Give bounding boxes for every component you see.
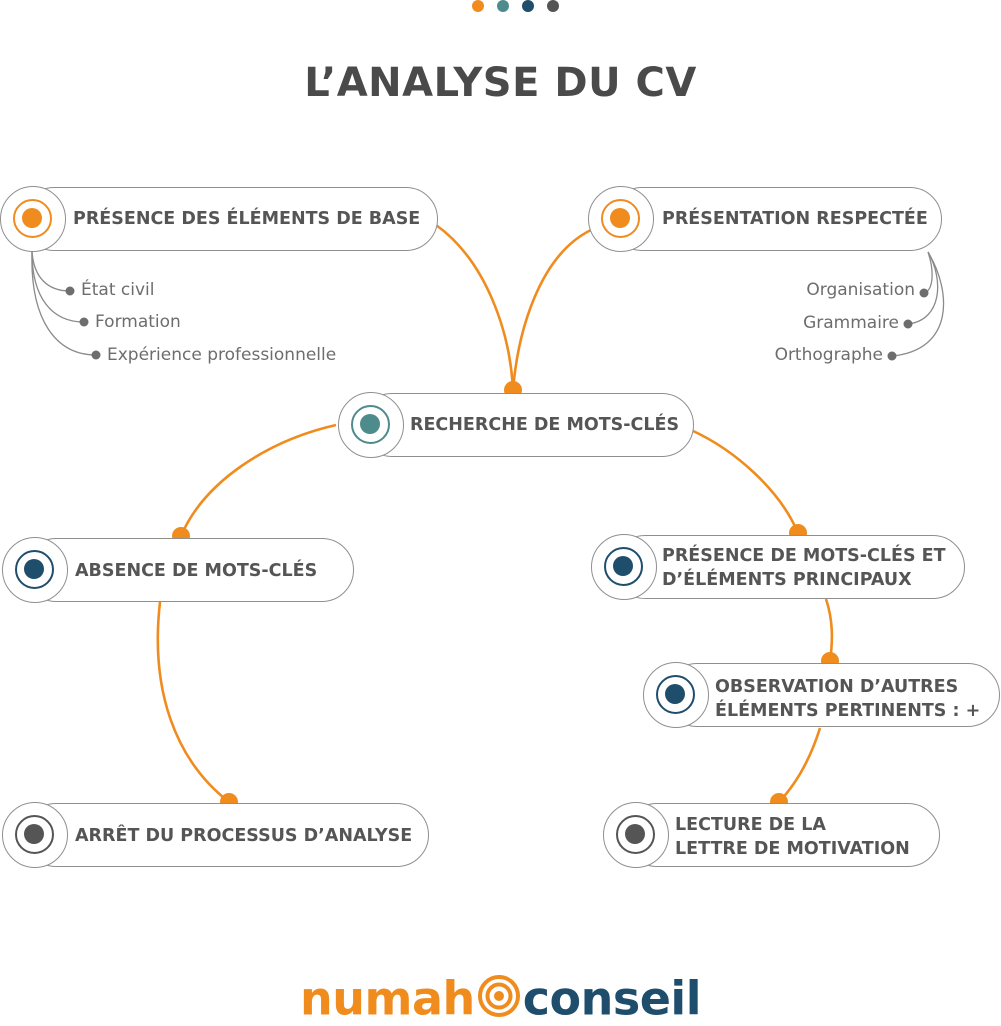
node-recherche [360, 393, 694, 457]
node-lecture-line1: LECTURE DE LA [675, 815, 826, 835]
branch-etat-civil [31, 251, 71, 292]
node-arret-label: ARRÊT DU PROCESSUS D’ANALYSE [75, 826, 413, 846]
node-arret [24, 803, 429, 867]
link-presentation-recherche [511, 228, 592, 391]
bullet-organisation [919, 288, 929, 298]
brand-part2: conseil [522, 971, 702, 1026]
branch-orthographe [891, 251, 945, 357]
item-experience: Expérience professionnelle [107, 345, 337, 365]
teal-dot [497, 0, 509, 12]
gray-target-icon [603, 802, 669, 868]
bullet-experience [91, 350, 101, 360]
node-presence-mots-line2: D’ÉLÉMENTS PRINCIPAUX [662, 570, 912, 590]
node-observation [665, 663, 1000, 727]
node-lecture-line2: LETTRE DE MOTIVATION [675, 839, 910, 859]
link-base-recherche [435, 223, 515, 391]
gray-target-icon [2, 802, 68, 868]
orange-dot [472, 0, 484, 12]
navy-target-icon [591, 534, 657, 600]
item-formation: Formation [95, 312, 181, 332]
bullet-grammaire [903, 319, 913, 329]
item-etat-civil: État civil [81, 280, 155, 300]
gray-dot [547, 0, 559, 12]
node-presentation-label: PRÉSENTATION RESPECTÉE [662, 209, 928, 229]
bullet-orthographe [887, 351, 897, 361]
node-recherche-label: RECHERCHE DE MOTS-CLÉS [410, 415, 680, 435]
navy-dot [522, 0, 534, 12]
node-lecture [625, 803, 940, 867]
node-observation-line1: OBSERVATION D’AUTRES [715, 677, 959, 697]
node-absence [24, 538, 354, 602]
node-presence-base [22, 187, 438, 251]
node-presence-base-label: PRÉSENCE DES ÉLÉMENTS DE BASE [73, 209, 421, 229]
header-dots [472, 0, 562, 14]
node-presence-mots-line1: PRÉSENCE DE MOTS-CLÉS ET [662, 546, 946, 566]
link-observation-lecture [778, 727, 822, 803]
node-absence-label: ABSENCE DE MOTS-CLÉS [75, 561, 318, 581]
branch-experience [31, 251, 97, 356]
bullet-formation [79, 317, 89, 327]
item-organisation: Organisation [806, 280, 915, 300]
item-grammaire: Grammaire [803, 313, 899, 333]
item-orthographe: Orthographe [774, 345, 883, 365]
orange-target-icon [0, 186, 66, 252]
page-title: L’ANALYSE DU CV [304, 60, 697, 106]
navy-target-icon [643, 662, 709, 728]
brand-logo: numah conseil [0, 968, 1001, 1026]
teal-target-icon [338, 392, 404, 458]
branch-formation [31, 251, 85, 323]
bullet-etat-civil [65, 286, 75, 296]
orange-target-icon [588, 186, 654, 252]
brand-target-icon [477, 974, 520, 1017]
link-absence-arret [156, 601, 230, 804]
link-recherche-presence [690, 428, 800, 534]
brand-part1: numah [300, 971, 475, 1026]
node-presence-mots [613, 535, 965, 599]
navy-target-icon [2, 537, 68, 603]
link-recherche-absence [179, 423, 337, 537]
node-observation-line2: ÉLÉMENTS PERTINENTS : + [715, 701, 981, 721]
link-presence-observation [824, 598, 834, 662]
node-presentation [610, 187, 942, 251]
